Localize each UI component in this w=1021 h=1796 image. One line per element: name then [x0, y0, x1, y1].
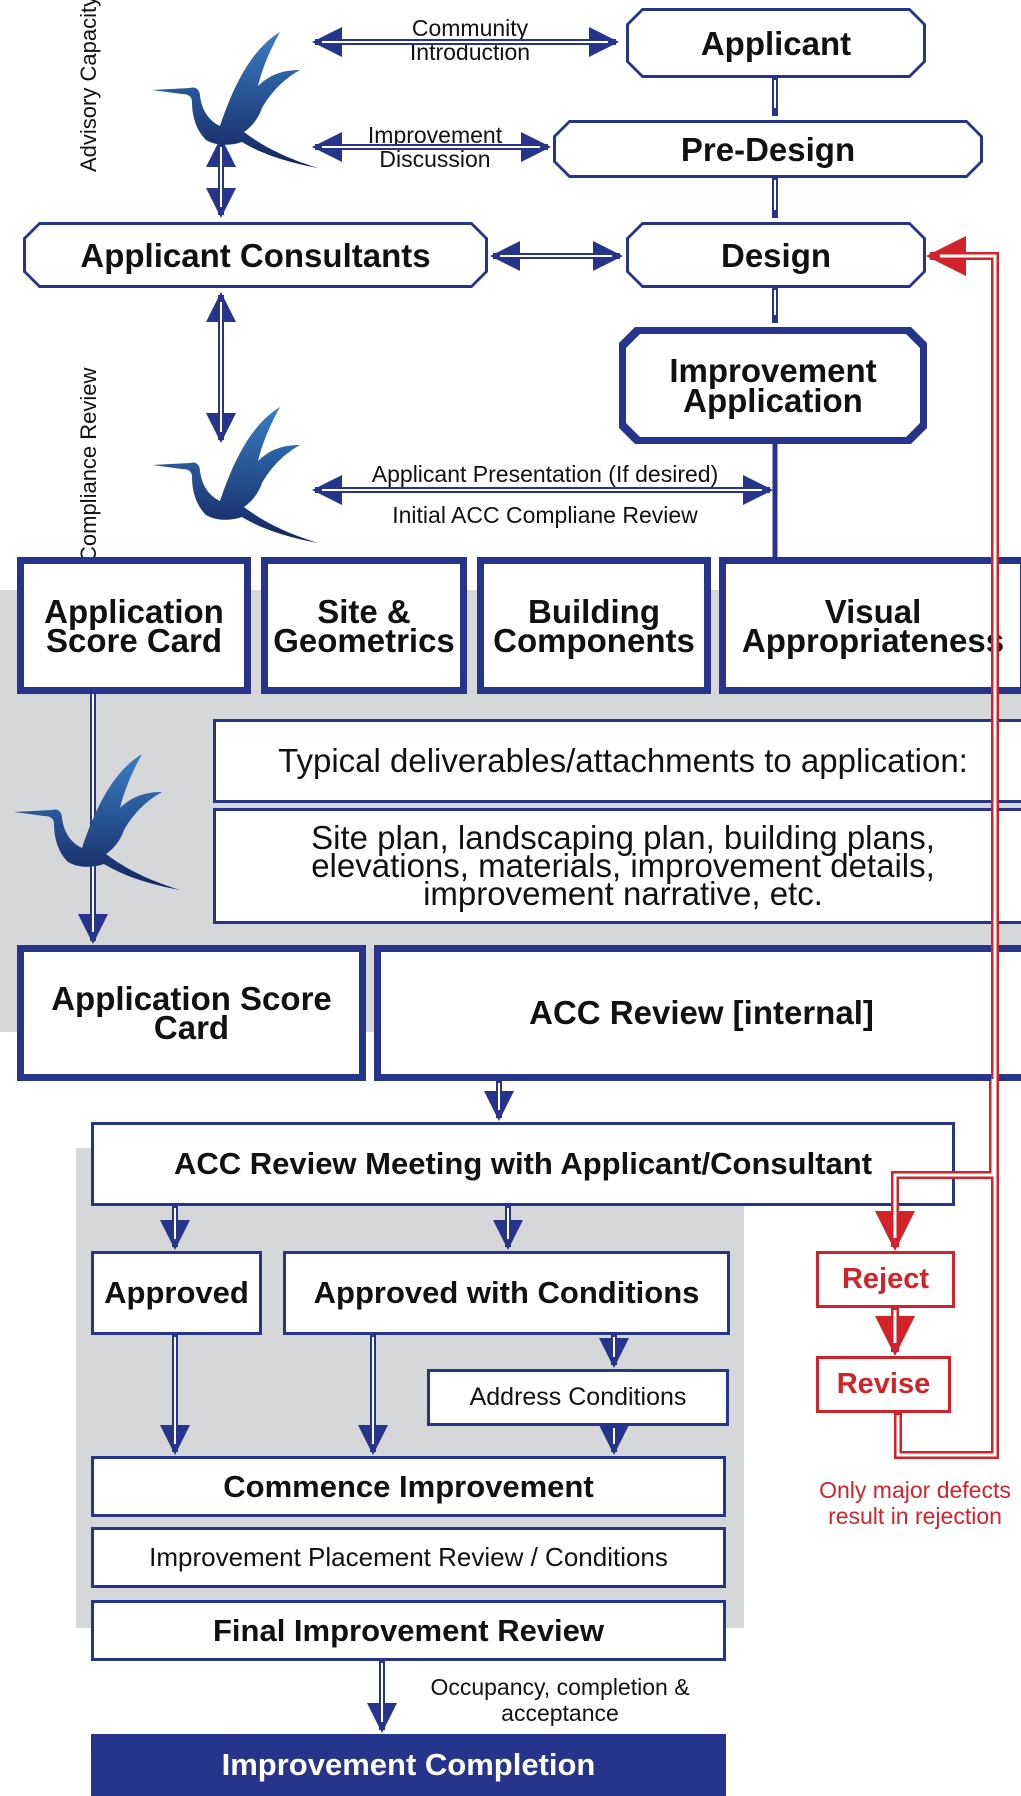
applicant-presentation-label: Applicant Presentation (If desired) — [371, 461, 719, 487]
deliverables-title-box: Typical deliverables/attachments to appl… — [213, 719, 1021, 803]
acc-review-meeting-label: ACC Review Meeting with Applicant/Consul… — [173, 1146, 873, 1181]
improvement-discussion-label: Improvement Discussion — [367, 122, 503, 172]
approved-node: Approved — [91, 1251, 262, 1335]
revise-label: Revise — [836, 1368, 931, 1400]
application-score-card-bottom-node: Application Score Card — [17, 945, 366, 1081]
acc-review-internal-node: ACC Review [internal] — [374, 945, 1021, 1081]
applicant-consultants-label: Applicant Consultants — [80, 236, 431, 274]
applicant-node: Applicant — [626, 8, 926, 78]
improvement-application-label: Improvement Application — [669, 351, 877, 419]
heron-logo-icon — [14, 754, 180, 890]
deliverables-list-label: Site plan, landscaping plan, building pl… — [311, 819, 935, 912]
approved-with-conditions-label: Approved with Conditions — [313, 1275, 700, 1310]
placement-review-node: Improvement Placement Review / Condition… — [91, 1527, 726, 1588]
visual-appropriateness-label: Visual Appropriateness — [741, 592, 1005, 659]
commence-improvement-label: Commence Improvement — [223, 1468, 594, 1504]
building-components-node: Building Components — [477, 557, 711, 694]
approved-label: Approved — [104, 1275, 249, 1310]
address-conditions-node: Address Conditions — [427, 1369, 729, 1426]
application-score-card-top-label: Application Score Card — [44, 592, 224, 659]
acc-review-meeting-node: ACC Review Meeting with Applicant/Consul… — [91, 1122, 955, 1206]
site-geometrics-label: Site & Geometrics — [273, 592, 455, 659]
building-components-label: Building Components — [493, 592, 695, 659]
application-score-card-top-node: Application Score Card — [17, 557, 251, 694]
final-review-label: Final Improvement Review — [212, 1612, 605, 1648]
compliance-review-label: Compliance Review — [76, 367, 101, 562]
initial-compliance-review-label: Initial ACC Compliane Review — [392, 502, 698, 528]
applicant-label: Applicant — [700, 24, 852, 62]
address-conditions-label: Address Conditions — [469, 1383, 687, 1411]
reject-label: Reject — [841, 1263, 930, 1295]
application-score-card-bottom-label: Application Score Card — [51, 980, 332, 1046]
pre-design-node: Pre-Design — [553, 120, 983, 178]
visual-appropriateness-node: Visual Appropriateness — [719, 557, 1021, 694]
reject-node: Reject — [816, 1251, 955, 1308]
design-label: Design — [720, 236, 832, 274]
completion-label: Improvement Completion — [221, 1747, 596, 1782]
placement-review-label: Improvement Placement Review / Condition… — [149, 1542, 668, 1572]
commence-improvement-node: Commence Improvement — [91, 1456, 726, 1517]
rejection-note: Only major defects result in rejection — [819, 1477, 1011, 1529]
deliverables-list-box: Site plan, landscaping plan, building pl… — [213, 808, 1021, 924]
acc-review-internal-label: ACC Review [internal] — [529, 994, 874, 1031]
site-geometrics-node: Site & Geometrics — [261, 557, 467, 694]
occupancy-label: Occupancy, completion & acceptance — [430, 1674, 690, 1726]
pre-design-label: Pre-Design — [680, 130, 856, 168]
completion-node: Improvement Completion — [91, 1734, 726, 1796]
improvement-application-node: Improvement Application — [619, 327, 927, 444]
design-node: Design — [626, 222, 926, 288]
heron-logo-icon — [152, 407, 318, 543]
deliverables-title-label: Typical deliverables/attachments to appl… — [278, 742, 968, 779]
applicant-consultants-node: Applicant Consultants — [23, 222, 488, 288]
heron-logo-icon — [152, 32, 318, 168]
advisory-capacity-label: Advisory Capacity — [76, 0, 101, 172]
approved-with-conditions-node: Approved with Conditions — [283, 1251, 730, 1335]
community-introduction-label: Community Introduction — [409, 15, 531, 65]
final-review-node: Final Improvement Review — [91, 1600, 726, 1661]
revise-node: Revise — [816, 1356, 951, 1413]
